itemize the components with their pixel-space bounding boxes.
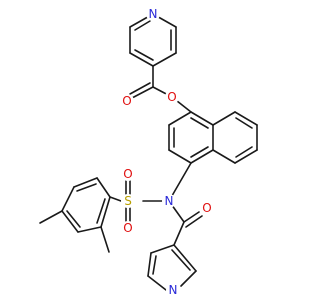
oxygen-atom: O xyxy=(121,221,135,235)
atoms: N O O S O O N O xyxy=(120,7,214,297)
bond xyxy=(152,255,157,275)
bond xyxy=(134,49,154,61)
bond xyxy=(100,226,110,253)
bond xyxy=(61,186,75,212)
oxygen-atom: O xyxy=(120,94,134,108)
bond xyxy=(183,211,200,223)
molecule-structure: N O O S O O N O xyxy=(39,7,258,297)
bond xyxy=(173,221,185,246)
oxygen-atom: O xyxy=(121,167,135,181)
bond xyxy=(147,275,167,291)
atom-label: O xyxy=(202,201,211,215)
atom-label: O xyxy=(123,167,132,181)
bond xyxy=(76,183,97,192)
sulfur-atom: S xyxy=(121,194,135,208)
bond xyxy=(168,162,192,202)
bond xyxy=(109,196,122,202)
bond xyxy=(96,198,106,224)
bond xyxy=(190,117,209,129)
bond xyxy=(212,149,236,164)
atom-label: O xyxy=(167,90,176,104)
bond xyxy=(39,210,63,224)
atom-label: N xyxy=(169,283,178,297)
bond xyxy=(96,177,111,198)
bond xyxy=(212,111,236,126)
atom-label: N xyxy=(149,7,158,21)
bond xyxy=(134,20,151,31)
nitrogen-atom: N xyxy=(146,7,160,21)
bond xyxy=(190,111,214,126)
bond xyxy=(168,111,192,126)
bond xyxy=(66,210,81,228)
bond xyxy=(190,146,209,158)
bond xyxy=(185,215,203,228)
atom-label: O xyxy=(122,94,131,108)
bond xyxy=(235,146,253,158)
bond xyxy=(73,177,98,188)
bond xyxy=(129,82,151,95)
bond xyxy=(235,117,253,129)
bond xyxy=(168,149,192,164)
atom-label: O xyxy=(123,221,132,235)
nitrogen-atom: N xyxy=(162,194,176,208)
bond xyxy=(190,149,214,164)
bond xyxy=(171,249,191,271)
bond xyxy=(131,86,154,99)
bond xyxy=(180,270,197,287)
atom-label: N xyxy=(165,194,174,208)
bond xyxy=(150,244,175,254)
bonds xyxy=(39,13,258,291)
bond xyxy=(129,52,154,67)
bond xyxy=(61,210,79,233)
bond xyxy=(147,252,152,277)
oxygen-atom: O xyxy=(165,90,179,104)
oxygen-atom: O xyxy=(200,201,214,215)
bond xyxy=(152,52,177,67)
bond xyxy=(100,196,111,228)
nitrogen-atom: N xyxy=(166,283,180,297)
atom-label: S xyxy=(124,194,132,208)
bond xyxy=(234,111,258,126)
bond xyxy=(77,226,102,233)
bond xyxy=(173,244,197,272)
bond xyxy=(234,149,258,164)
